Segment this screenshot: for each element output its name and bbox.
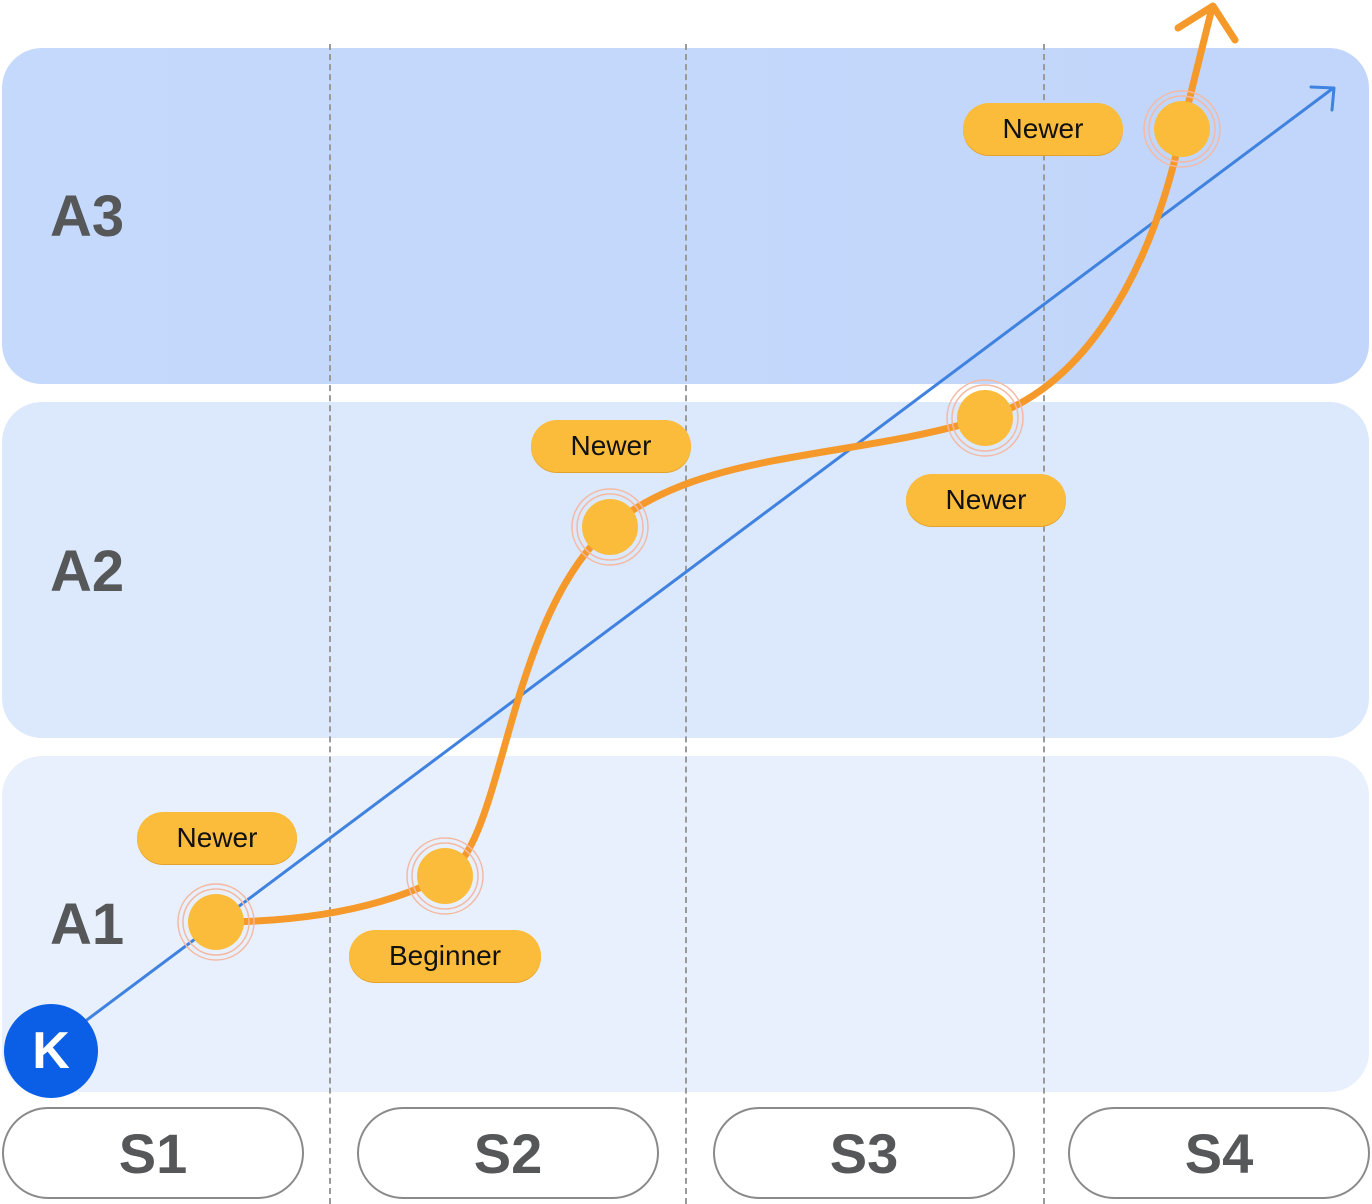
tag-s3-newer: Newer bbox=[906, 474, 1066, 526]
milestone-node-s2-lower bbox=[406, 837, 484, 915]
k-logo-badge: K bbox=[4, 1004, 98, 1098]
milestone-node-s1 bbox=[177, 883, 255, 961]
stage-pill-s2: S2 bbox=[357, 1107, 659, 1199]
milestone-node-s2-upper bbox=[571, 488, 649, 566]
tag-s1-newer: Newer bbox=[137, 812, 297, 864]
level-label-a1: A1 bbox=[50, 892, 125, 957]
tag-s2-newer: Newer bbox=[531, 420, 691, 472]
stage-pill-s4: S4 bbox=[1068, 1107, 1370, 1199]
milestone-node-s4 bbox=[1143, 90, 1221, 168]
stage-pill-s1: S1 bbox=[2, 1107, 304, 1199]
trend-line bbox=[59, 85, 1336, 1042]
level-label-a3: A3 bbox=[50, 184, 125, 249]
tag-s4-newer: Newer bbox=[963, 103, 1123, 155]
stage-divider bbox=[329, 44, 331, 1204]
stage-divider bbox=[685, 44, 687, 1204]
stage-pill-s3: S3 bbox=[713, 1107, 1015, 1199]
tag-s2-beginner: Beginner bbox=[349, 930, 541, 982]
stage-divider bbox=[1043, 44, 1045, 1204]
level-label-a2: A2 bbox=[50, 539, 125, 604]
milestone-node-s3 bbox=[946, 379, 1024, 457]
